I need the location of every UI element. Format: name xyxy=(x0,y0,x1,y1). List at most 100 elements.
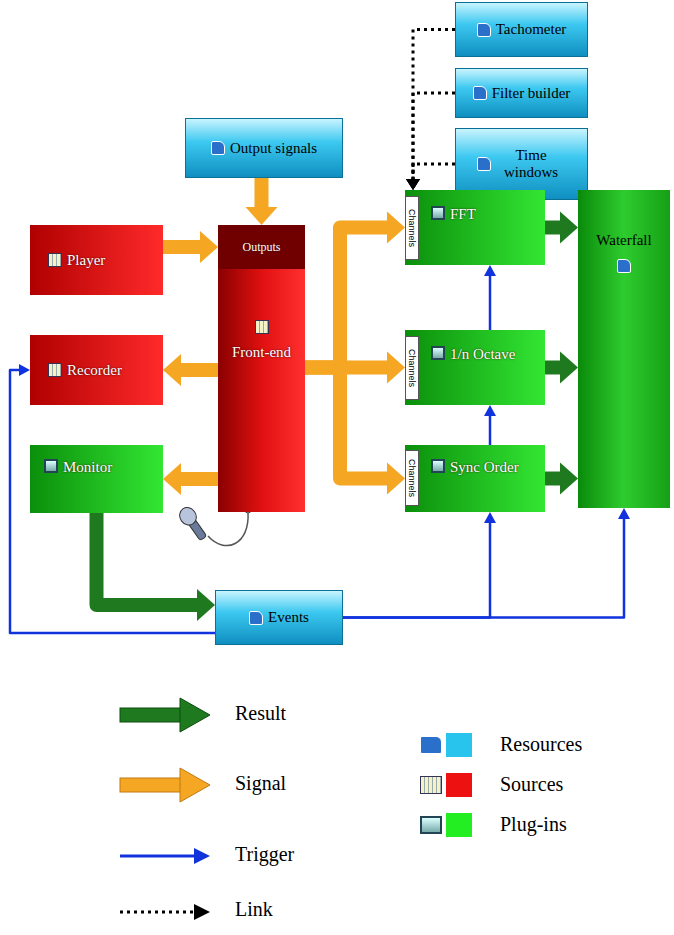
node-icon xyxy=(44,459,58,473)
trigger-arrow xyxy=(343,508,630,618)
connector-line xyxy=(545,221,561,235)
arrow-head xyxy=(197,589,215,621)
arrow-head xyxy=(163,354,181,386)
node-icon xyxy=(477,157,491,171)
node-icon xyxy=(249,611,263,625)
arrow-head xyxy=(387,212,405,244)
trigger-sample xyxy=(120,848,210,864)
node-icon xyxy=(617,259,631,273)
connector-line xyxy=(413,30,455,181)
plugin-box: FFT xyxy=(405,190,545,265)
result-arrow xyxy=(97,513,216,621)
legend-label: Sources xyxy=(500,773,563,796)
channel-tab: Channels xyxy=(405,196,419,260)
resource-box: Filter builder xyxy=(455,68,588,118)
link-arrow xyxy=(406,93,455,190)
node-icon xyxy=(431,346,445,360)
trigger-arrow xyxy=(343,512,496,618)
legend-label: Resources xyxy=(500,733,582,756)
node-label: Front-end xyxy=(232,344,291,361)
signal-arrow xyxy=(163,354,218,386)
legend-label: Signal xyxy=(235,772,286,795)
node-label: Outputs xyxy=(242,240,280,255)
connector-line xyxy=(413,93,455,180)
node-icon xyxy=(431,206,445,220)
connector-line xyxy=(305,228,388,368)
connector-line xyxy=(489,275,492,330)
arrow-head xyxy=(560,352,578,384)
arrow-head xyxy=(406,179,420,190)
node-icon xyxy=(48,363,62,377)
channel-label: Channels xyxy=(407,209,417,247)
signal-sample xyxy=(120,768,210,802)
node-icon xyxy=(211,141,225,155)
channel-tab: Channels xyxy=(405,336,419,400)
node-label: Player xyxy=(67,252,105,269)
mic-body xyxy=(176,504,210,543)
legend-label: Link xyxy=(235,898,273,921)
resource-box: Output signals xyxy=(185,118,343,178)
node-icon xyxy=(420,776,442,794)
legend-label: Plug-ins xyxy=(500,813,567,836)
node-icon xyxy=(48,253,62,267)
connector-line xyxy=(489,415,492,445)
link-arrow xyxy=(406,164,455,190)
legend-swatch xyxy=(446,733,472,757)
arrow-head xyxy=(163,463,181,495)
signal-arrow xyxy=(305,368,405,495)
connector-line xyxy=(97,513,199,605)
plugin-box: Sync Order xyxy=(405,445,545,512)
connector-line xyxy=(10,370,215,633)
node-label: FFT xyxy=(450,206,476,223)
source-box: Recorder xyxy=(30,335,163,405)
channel-tab: Channels xyxy=(405,450,419,506)
arrow-head xyxy=(560,463,578,495)
plugin-box: Monitor xyxy=(30,445,163,513)
node-label: 1/n Octave xyxy=(450,346,515,363)
node-label: Monitor xyxy=(63,459,112,476)
legend-label: Result xyxy=(235,702,286,725)
node-label: Events xyxy=(268,609,309,626)
node-icon xyxy=(473,86,487,100)
node-label: Recorder xyxy=(67,362,122,379)
outputs-strip: Outputs xyxy=(218,225,305,269)
result-sample xyxy=(120,698,210,732)
connector-line xyxy=(343,522,490,618)
signal-arrow xyxy=(163,231,218,263)
link-arrow xyxy=(406,30,455,191)
signal-arrow xyxy=(246,178,278,225)
trigger-arrow xyxy=(484,265,496,330)
arrow-head xyxy=(484,405,496,416)
result-arrow xyxy=(545,463,578,495)
node-label: Tachometer xyxy=(496,21,567,38)
connector-line xyxy=(343,518,624,618)
waterfall-box: Waterfall xyxy=(578,190,670,508)
front-end-box: Front-end Outputs xyxy=(218,225,305,512)
arrow-head xyxy=(484,265,496,276)
legend-label: Trigger xyxy=(235,843,294,866)
node-icon xyxy=(420,736,442,754)
channel-label: Channels xyxy=(407,349,417,387)
arrow-head xyxy=(200,231,218,263)
connector-line xyxy=(305,368,388,479)
connector-line xyxy=(545,472,561,486)
node-label: Filter builder xyxy=(492,85,571,102)
connector-line xyxy=(255,178,269,208)
result-arrow xyxy=(545,352,578,384)
arrow-head xyxy=(560,212,578,244)
arrow-head xyxy=(484,512,496,523)
plugin-box: 1/n Octave xyxy=(405,330,545,405)
arrow-head xyxy=(618,508,630,519)
connector-line xyxy=(163,240,201,254)
legend-swatch xyxy=(446,773,472,797)
arrow-head xyxy=(406,179,420,190)
connector-line xyxy=(180,472,218,486)
resource-box: Tachometer xyxy=(455,2,588,57)
link-sample xyxy=(120,904,210,920)
connector-line xyxy=(180,363,218,377)
channel-label: Channels xyxy=(407,459,417,497)
node-label: Time windows xyxy=(496,147,566,181)
connector-line xyxy=(413,164,455,180)
arrow-head xyxy=(387,463,405,495)
